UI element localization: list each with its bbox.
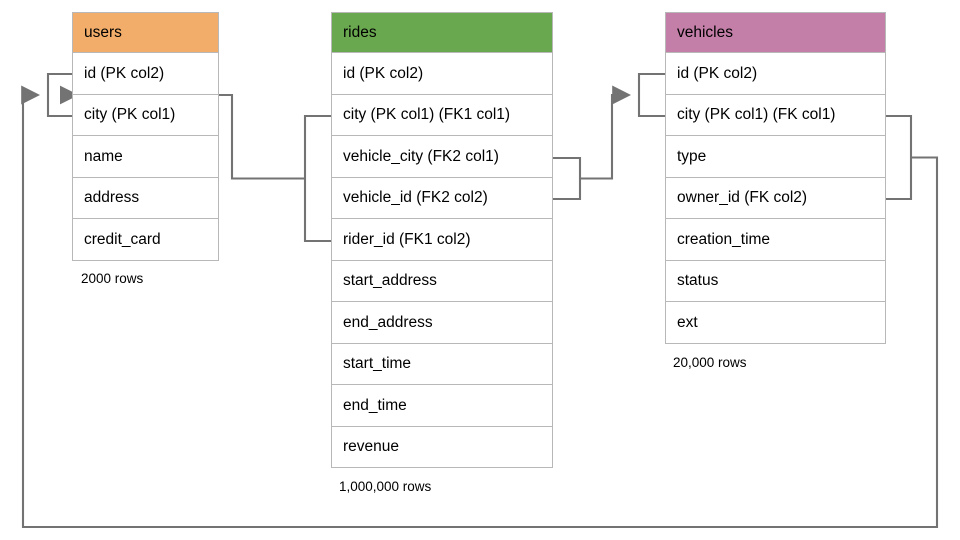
table-row[interactable]: creation_time (665, 219, 886, 261)
entity-rides[interactable]: rides id (PK col2) city (PK col1) (FK1 c… (331, 12, 553, 468)
column-label: end_time (343, 396, 407, 414)
column-label: vehicle_city (FK2 col1) (343, 147, 499, 165)
column-label: creation_time (677, 230, 771, 248)
table-row[interactable]: rider_id (FK1 col2) (331, 219, 553, 261)
entity-users-columns: id (PK col2) city (PK col1) name address… (72, 53, 219, 261)
entity-users-title: users (84, 23, 122, 41)
entity-users-row-count: 2000 rows (81, 271, 144, 286)
column-label: status (677, 272, 719, 289)
table-row[interactable]: owner_id (FK col2) (665, 177, 886, 219)
column-label: rider_id (FK1 col2) (343, 230, 471, 248)
connector-rides-fk2-vehicles (553, 72, 665, 201)
column-label: start_time (343, 355, 412, 372)
table-row[interactable]: vehicle_id (FK2 col2) (331, 177, 553, 219)
entity-vehicles-row-count: 20,000 rows (673, 355, 747, 370)
users-left-bracket (46, 72, 72, 118)
table-row[interactable]: city (PK col1) (72, 94, 219, 136)
entity-rides-columns: id (PK col2) city (PK col1) (FK1 col1) v… (331, 53, 553, 468)
table-row[interactable]: id (PK col2) (72, 53, 219, 95)
table-row[interactable]: city (PK col1) (FK1 col1) (331, 94, 553, 136)
entity-vehicles-columns: id (PK col2) city (PK col1) (FK col1) ty… (665, 53, 886, 344)
table-row[interactable]: start_time (331, 343, 553, 385)
column-label: city (PK col1) (FK col1) (677, 106, 836, 123)
column-label: credit_card (84, 230, 161, 248)
column-label: owner_id (FK col2) (677, 189, 808, 206)
column-label: start_address (343, 272, 437, 289)
table-row[interactable]: revenue (331, 426, 553, 468)
column-label: city (PK col1) (FK1 col1) (343, 106, 511, 123)
table-row[interactable]: address (72, 177, 219, 219)
table-row[interactable]: end_time (331, 385, 553, 427)
table-row[interactable]: end_address (331, 302, 553, 344)
table-row[interactable]: credit_card (72, 219, 219, 261)
table-row[interactable]: type (665, 136, 886, 178)
entity-vehicles[interactable]: vehicles id (PK col2) city (PK col1) (FK… (665, 12, 886, 344)
column-label: id (PK col2) (84, 64, 165, 82)
table-row[interactable]: vehicle_city (FK2 col1) (331, 136, 553, 178)
column-label: id (PK col2) (677, 64, 758, 82)
column-label: revenue (343, 438, 400, 455)
table-row[interactable]: ext (665, 302, 886, 344)
column-label: type (677, 147, 707, 165)
entity-rides-row-count: 1,000,000 rows (339, 479, 432, 494)
entity-rides-title: rides (343, 23, 377, 41)
entity-rides-header: rides (331, 12, 553, 53)
column-label: address (84, 189, 140, 206)
entity-users[interactable]: users id (PK col2) city (PK col1) name a… (72, 12, 219, 261)
column-label: id (PK col2) (343, 64, 424, 82)
entity-vehicles-header: vehicles (665, 12, 886, 53)
column-label: ext (677, 313, 698, 331)
table-row[interactable]: status (665, 260, 886, 302)
entity-vehicles-title: vehicles (677, 23, 733, 41)
column-label: city (PK col1) (84, 106, 176, 123)
column-label: end_address (343, 313, 433, 331)
table-row[interactable]: id (PK col2) (665, 53, 886, 95)
table-row[interactable]: id (PK col2) (331, 53, 553, 95)
entity-users-header: users (72, 12, 219, 53)
column-label: vehicle_id (FK2 col2) (343, 189, 488, 206)
table-row[interactable]: start_address (331, 260, 553, 302)
table-row[interactable]: city (PK col1) (FK col1) (665, 94, 886, 136)
table-row[interactable]: name (72, 136, 219, 178)
column-label: name (84, 147, 123, 165)
